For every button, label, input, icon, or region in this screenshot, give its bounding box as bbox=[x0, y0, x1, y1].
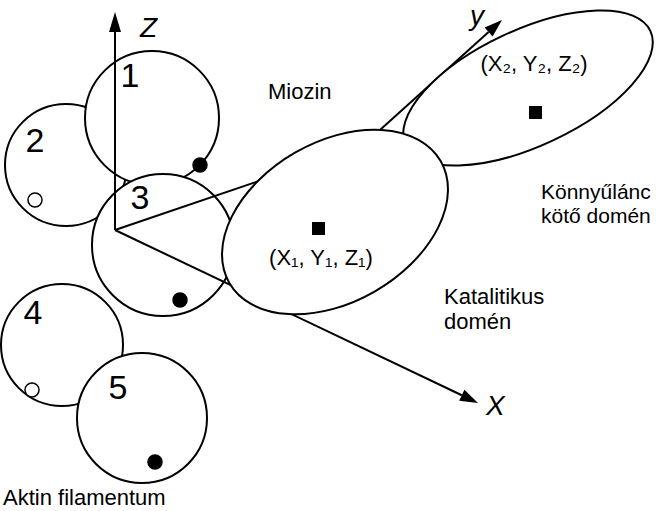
part-name: Katalitikus domén bbox=[444, 285, 574, 334]
coordinate-label: (X₂, Y₂, Z₂) bbox=[480, 53, 587, 75]
actin-monomer: 1 bbox=[84, 50, 220, 186]
part-name: Aktin filamentum bbox=[3, 486, 166, 511]
callout-number: 5 bbox=[109, 370, 128, 404]
arrowhead bbox=[485, 20, 502, 37]
coordinate-label: (X₁, Y₁, Z₁) bbox=[269, 247, 373, 269]
actin-monomer-outline bbox=[91, 173, 235, 317]
actin-monomer: 5 bbox=[76, 352, 208, 484]
catalytic-domain: (X₁, Y₁, Z₁) bbox=[222, 130, 448, 314]
label-holder: Z bbox=[140, 12, 157, 43]
part-name: Miozin bbox=[268, 80, 332, 105]
callout-number: 2 bbox=[26, 123, 45, 157]
actin-monomer: 3 bbox=[91, 173, 235, 317]
part-name: Könnyűlánc kötő domén bbox=[541, 180, 667, 227]
circle-shape bbox=[85, 51, 219, 185]
arrowhead bbox=[459, 390, 478, 403]
circle-shape bbox=[92, 174, 234, 316]
label-holder: Aktin filamentum bbox=[3, 486, 166, 511]
label-holder: Könnyűlánc kötő domén bbox=[541, 180, 667, 227]
axis-label: y bbox=[470, 0, 484, 31]
label-holder: Miozin bbox=[268, 80, 332, 105]
axis-label: Z bbox=[140, 12, 157, 43]
callout-number: 4 bbox=[24, 295, 43, 329]
actin-monomer-outline bbox=[76, 352, 208, 484]
circle-shape bbox=[77, 353, 207, 483]
ellipse-shape bbox=[381, 0, 669, 198]
label-holder: y bbox=[470, 0, 484, 31]
label-holder: Katalitikus domén bbox=[444, 285, 574, 334]
axis-label: X bbox=[486, 390, 505, 421]
catalytic-domain-outline bbox=[222, 130, 448, 314]
actin-monomer-outline bbox=[84, 50, 220, 186]
light-chain-domain-outline bbox=[403, 10, 653, 166]
arrowhead bbox=[109, 12, 121, 32]
callout-number: 1 bbox=[121, 58, 140, 92]
light-chain-domain: (X₂, Y₂, Z₂) bbox=[403, 10, 653, 166]
callout-number: 3 bbox=[131, 180, 150, 214]
label-holder: X bbox=[486, 390, 505, 421]
